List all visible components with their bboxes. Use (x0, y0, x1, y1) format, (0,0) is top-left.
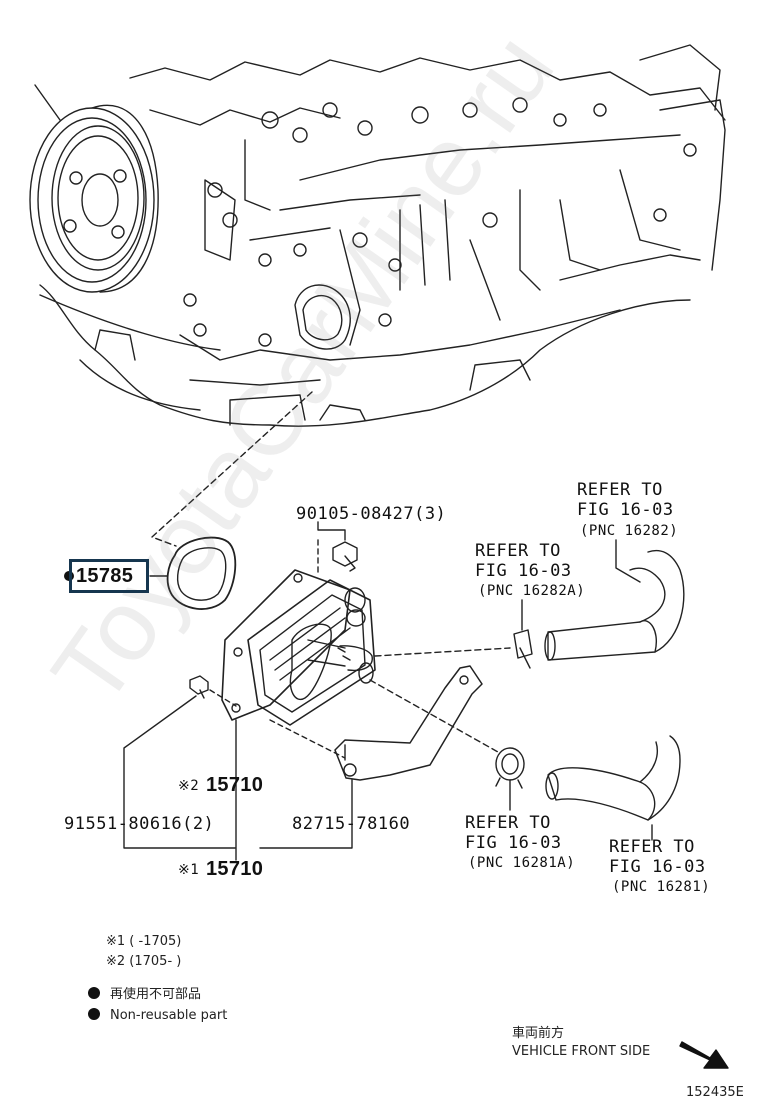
legend-jp-text: 再使用不可部品 (110, 987, 202, 1002)
ref-16281a-line2[interactable]: FIG 16-03 (465, 833, 562, 853)
leader-16282 (615, 539, 641, 583)
leader-91551 (123, 695, 236, 849)
guide-bracket (269, 719, 346, 759)
direction-jp: 車両前方 (512, 1026, 565, 1041)
direction-en: VEHICLE FRONT SIDE (512, 1044, 651, 1059)
crank-pulley (29, 84, 159, 293)
part-15785-label[interactable]: 15785 (76, 565, 134, 587)
hose-16281 (545, 735, 681, 821)
mark-2-label: ※2 (178, 778, 200, 794)
part-91551-label[interactable]: 91551-80616(2) (64, 814, 215, 834)
hose-16282 (544, 549, 685, 661)
legend-nonreusable-jp: 再使用不可部品 (88, 987, 201, 1001)
bolt-91551 (189, 675, 209, 699)
leader-82715 (259, 779, 353, 849)
part-15710-1-label[interactable]: 15710 (206, 858, 264, 880)
ref-16282-line3: (PNC 16282) (580, 523, 679, 539)
ref-16281a-line3: (PNC 16281A) (468, 855, 576, 871)
diagram-id: 152435E (686, 1085, 744, 1100)
highlight-box[interactable] (69, 559, 149, 593)
legend-nonreusable-en: Non-reusable part (88, 1008, 227, 1022)
part-82715-label[interactable]: 82715-78160 (292, 814, 411, 834)
clamp-16282a (513, 629, 533, 669)
bolt-90105 (332, 541, 358, 572)
gasket-15785 (166, 536, 237, 610)
ref-16282-line2[interactable]: FIG 16-03 (577, 500, 674, 520)
ref-16281-line2[interactable]: FIG 16-03 (609, 857, 706, 877)
guide-line-gasket (151, 391, 313, 547)
ref-16282-line1[interactable]: REFER TO (577, 480, 663, 500)
ref-16282a-line2[interactable]: FIG 16-03 (475, 561, 572, 581)
vehicle-front-arrow (679, 1041, 729, 1069)
guide-16281a (369, 679, 499, 753)
engine-block (29, 44, 726, 427)
ref-16282a-line3: (PNC 16282A) (478, 583, 586, 599)
ref-16282a-line1[interactable]: REFER TO (475, 541, 561, 561)
part-15710-2-label[interactable]: 15710 (206, 774, 264, 796)
guide-91551 (209, 689, 237, 707)
guide-16282a (374, 647, 511, 657)
bullet-icon (88, 1008, 100, 1020)
note-range-1: ※1 ( -1705) (106, 934, 182, 949)
oil-cooler-15710 (221, 569, 376, 726)
note-range-2: ※2 (1705- ) (106, 954, 182, 969)
mark-1-label: ※1 (178, 862, 200, 878)
leader-90105 (317, 521, 346, 541)
bracket-82715 (334, 665, 483, 781)
ref-16281-line3: (PNC 16281) (612, 879, 711, 895)
part-90105-label[interactable]: 90105-08427(3) (296, 504, 447, 524)
bullet-icon (88, 987, 100, 999)
ref-16281-line1[interactable]: REFER TO (609, 837, 695, 857)
legend-en-text: Non-reusable part (110, 1008, 228, 1023)
ref-16281a-line1[interactable]: REFER TO (465, 813, 551, 833)
